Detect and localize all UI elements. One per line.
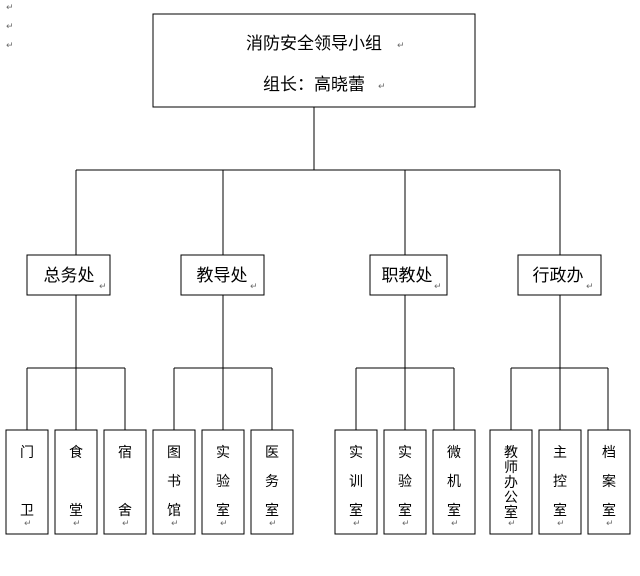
unit-box [432,429,476,535]
unit-char: 实 [349,445,363,461]
paragraph-mark: ↵ [353,519,361,529]
unit-box [334,429,378,535]
department-label: 行政办 [533,266,584,286]
unit-char: 室 [216,502,230,519]
unit-char: 卫 [20,503,34,519]
unit-char: 档 [602,445,616,461]
unit-box [5,429,49,535]
department-teaching: 教导处 ↵ 图 书 馆 ↵ 实 验 室 ↵ 医 务 室 ↵ [152,254,294,535]
unit-char: 师 [504,460,518,476]
unit-box [54,429,98,535]
unit-char: 宿 [118,444,132,461]
unit-box [538,429,582,535]
paragraph-mark: ↵ [397,41,405,51]
department-box [517,254,602,296]
unit-char: 办 [504,475,518,491]
unit-char: 堂 [69,503,83,519]
unit-char: 食 [69,444,83,461]
paragraph-mark: ↵ [6,41,14,51]
leader-name: 组长：高晓蕾 [263,75,365,95]
unit-char: 教 [504,445,518,461]
paragraph-marks: ↵ ↵ ↵ [6,3,14,51]
unit-box [103,429,147,535]
unit-char: 实 [398,445,412,461]
paragraph-mark: ↵ [451,519,459,529]
unit-box [152,429,196,535]
unit-char: 公 [504,490,518,506]
unit-char: 室 [447,502,461,519]
paragraph-mark: ↵ [586,282,594,292]
department-general-affairs: 总务处 ↵ 门 卫 ↵ 食 堂 ↵ 宿 舍 ↵ [5,254,147,535]
unit-char: 室 [553,502,567,519]
unit-char: 室 [265,502,279,519]
unit-char: 案 [602,473,616,490]
paragraph-mark: ↵ [402,519,410,529]
unit-char: 务 [265,474,279,490]
unit-char: 控 [553,474,567,490]
unit-char: 门 [20,445,34,461]
unit-char: 室 [349,502,363,519]
unit-char: 机 [447,474,461,490]
paragraph-mark: ↵ [250,282,258,292]
department-label: 总务处 [44,266,95,286]
department-label: 教导处 [197,266,248,286]
unit-box [201,429,245,535]
paragraph-mark: ↵ [557,519,565,529]
unit-char: 训 [349,474,363,490]
paragraph-mark: ↵ [606,519,614,529]
department-label: 职教处 [382,266,433,286]
leadership-title: 消防安全领导小组 [246,34,382,54]
unit-char: 室 [602,502,616,519]
leadership-box [152,13,476,108]
unit-char: 舍 [118,503,132,519]
paragraph-mark: ↵ [171,519,179,529]
unit-char: 书 [167,474,181,490]
unit-char: 室 [398,502,412,519]
unit-box [250,429,294,535]
unit-char: 室 [504,504,518,521]
paragraph-mark: ↵ [99,282,107,292]
paragraph-mark: ↵ [378,82,386,92]
unit-box [587,429,631,535]
paragraph-mark: ↵ [73,519,81,529]
paragraph-mark: ↵ [6,22,14,32]
unit-char: 验 [398,474,412,490]
unit-char: 实 [216,445,230,461]
department-vocational: 职教处 ↵ 实 训 室 ↵ 实 验 室 ↵ 微 机 室 ↵ [334,254,476,535]
paragraph-mark: ↵ [220,519,228,529]
unit-char: 微 [447,445,461,461]
paragraph-mark: ↵ [24,519,32,529]
paragraph-mark: ↵ [6,3,14,13]
unit-char: 图 [167,445,181,461]
unit-char: 馆 [167,503,181,519]
paragraph-mark: ↵ [434,282,442,292]
top-connectors [75,107,561,255]
unit-char: 主 [553,445,567,461]
paragraph-mark: ↵ [269,519,277,529]
paragraph-mark: ↵ [508,519,516,529]
unit-char: 验 [216,474,230,490]
department-box [180,254,265,296]
unit-char: 医 [265,445,279,461]
paragraph-mark: ↵ [122,519,130,529]
unit-box [383,429,427,535]
department-box [369,254,448,296]
department-box [26,254,111,296]
unit-box [489,429,533,535]
department-administration: 行政办 ↵ 教 师 办 公 室 ↵ 主 控 室 ↵ 档 案 室 ↵ [489,254,631,535]
